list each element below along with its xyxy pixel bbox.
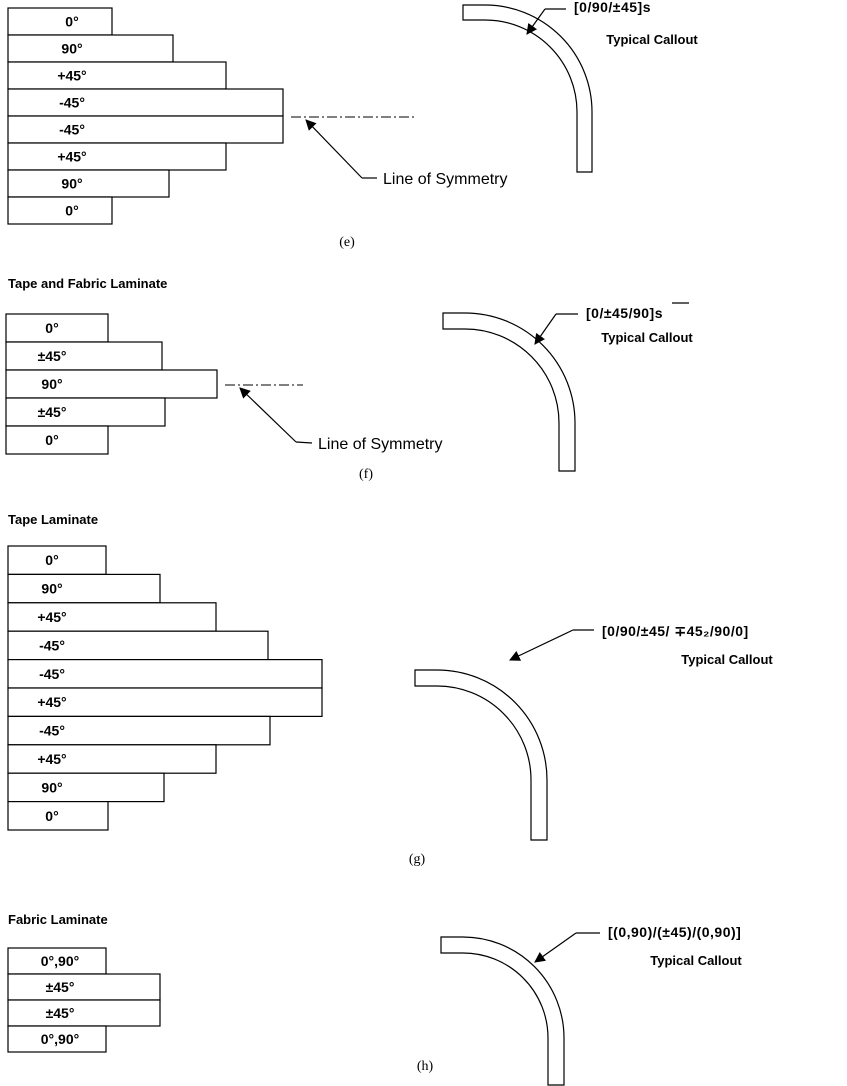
ply-label: -45°: [39, 637, 65, 653]
figure-caption: (h): [417, 1059, 434, 1074]
callout-arrow: [509, 629, 574, 661]
symmetry-label: Line of Symmetry: [383, 171, 507, 188]
ply-box: [7, 630, 269, 661]
ply-label: -45°: [39, 723, 65, 739]
callout-arrow: [526, 8, 546, 35]
ply-label: ±45°: [46, 979, 75, 995]
figure-caption: (e): [339, 235, 355, 250]
callout-arrow: [534, 313, 557, 345]
ply-box: [7, 999, 161, 1027]
bent-laminate-part: [462, 4, 593, 173]
callout-text: [0/90/±45]s: [574, 0, 651, 15]
ply-box: [7, 1025, 107, 1053]
ply-label: -45°: [59, 122, 85, 138]
ply-box: [7, 169, 170, 198]
ply-box: [7, 545, 107, 575]
symmetry-arrow: [305, 119, 363, 179]
ply-label: +45°: [57, 68, 86, 84]
section-title: Tape and Fabric Laminate: [8, 276, 167, 291]
callout-text: [(0,90)/(±45)/(0,90)]: [608, 924, 741, 940]
ply-box: [7, 800, 109, 831]
ply-box: [7, 973, 161, 1001]
ply-box: [7, 196, 113, 225]
figure-caption: (f): [359, 467, 373, 482]
ply-label: ±45°: [38, 348, 67, 364]
ply-label: +45°: [57, 149, 86, 165]
ply-box: [7, 573, 161, 604]
ply-label: 90°: [61, 176, 82, 192]
ply-box: [7, 602, 217, 632]
ply-label: -45°: [59, 95, 85, 111]
ply-label: 90°: [41, 376, 62, 392]
figure-caption: (g): [409, 852, 426, 867]
ply-label: 0°: [45, 320, 58, 336]
section-title: Fabric Laminate: [8, 912, 108, 927]
typical-callout-label: Typical Callout: [650, 953, 742, 968]
ply-box: [7, 947, 107, 975]
symmetry-label: Line of Symmetry: [318, 436, 442, 453]
ply-box: [7, 142, 227, 171]
bent-laminate-part: [442, 312, 576, 472]
callout-text: [0/90/±45/ ∓45₂/90/0]: [602, 623, 749, 639]
ply-label: ±45°: [38, 404, 67, 420]
ply-label: 90°: [41, 581, 62, 597]
ply-label: 0°,90°: [41, 1031, 79, 1047]
ply-box: [7, 34, 174, 63]
ply-box: [7, 61, 227, 90]
ply-label: 0°: [65, 203, 78, 219]
ply-label: 0°: [45, 552, 58, 568]
section-title: Tape Laminate: [8, 512, 98, 527]
ply-label: 0°: [45, 432, 58, 448]
ply-label: 0°,90°: [41, 953, 79, 969]
typical-callout-label: Typical Callout: [606, 32, 698, 47]
ply-label: +45°: [37, 694, 66, 710]
symmetry-arrow: [239, 387, 297, 443]
ply-label: +45°: [37, 609, 66, 625]
callout-text: [0/±45/90]s: [586, 305, 663, 321]
typical-callout-label: Typical Callout: [681, 652, 773, 667]
ply-label: 0°: [45, 808, 58, 824]
ply-box: [5, 313, 109, 343]
ply-label: ±45°: [46, 1005, 75, 1021]
ply-label: 90°: [61, 41, 82, 57]
ply-box: [7, 7, 113, 36]
ply-label: 0°: [65, 14, 78, 30]
ply-box: [5, 425, 109, 455]
ply-label: -45°: [39, 666, 65, 682]
bent-laminate-part: [440, 936, 565, 1086]
symmetry-leader: [295, 441, 313, 444]
ply-box: [7, 115, 284, 144]
typical-callout-label: Typical Callout: [601, 330, 693, 345]
ply-label: +45°: [37, 751, 66, 767]
ply-box: [5, 369, 218, 399]
bent-laminate-part: [414, 669, 548, 841]
ply-box: [7, 658, 323, 689]
ply-box: [7, 88, 284, 117]
ply-box: [5, 341, 163, 371]
ply-label: 90°: [41, 779, 62, 795]
callout-arrow: [534, 932, 577, 963]
ply-box: [5, 397, 166, 427]
ply-box: [7, 772, 165, 803]
